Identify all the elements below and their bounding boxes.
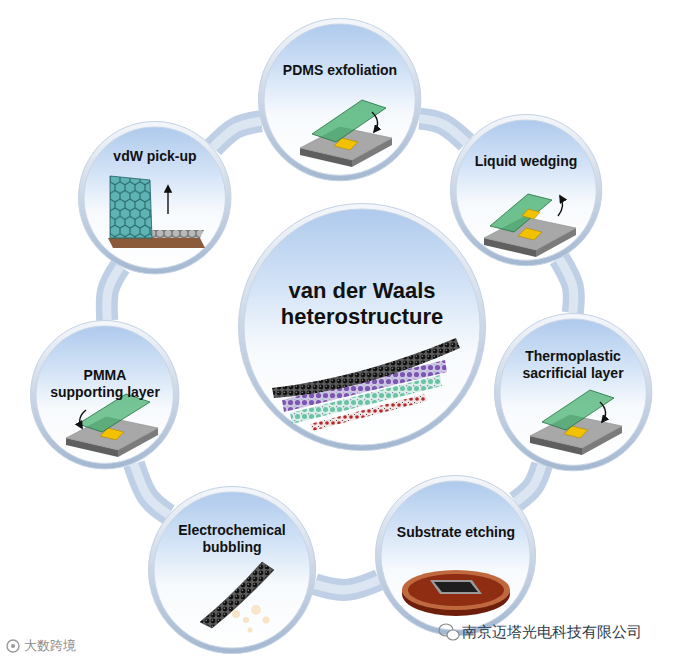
method-circle: PMMA supporting layer: [30, 320, 179, 469]
circle-face: [456, 120, 596, 260]
ring-band-highlight: [134, 464, 169, 515]
method-label: PDMS exfoliation: [275, 62, 405, 79]
circle-face: [36, 326, 173, 463]
ring-band-highlight: [516, 465, 542, 502]
circle-face: [264, 24, 415, 175]
ring-band-outer: [134, 464, 169, 515]
ring-band-outer: [213, 121, 261, 148]
circle-outline: [258, 18, 421, 181]
method-circle: vdW pick-up: [78, 121, 231, 274]
substrate-etching-illustration: [402, 570, 510, 616]
heterostructure-illustration: [272, 338, 460, 431]
circle-outline: [375, 475, 536, 636]
method-circle: Liquid wedging: [450, 114, 602, 266]
circle-rim: [450, 114, 601, 265]
ring-band-outer: [516, 465, 542, 502]
method-label: vdW pick-up: [95, 148, 215, 165]
method-circle: PDMS exfoliation: [258, 18, 421, 181]
circle-outline: [494, 313, 652, 471]
hub-circle: van der Waals heterostructure: [238, 203, 486, 451]
ring-band-highlight: [559, 258, 574, 312]
ring-segment: [419, 119, 466, 143]
circle-rim: [31, 321, 179, 469]
circle-outline: [450, 114, 602, 266]
ring-segment: [107, 266, 121, 320]
circle-face: [244, 209, 480, 445]
method-label: Electrochemical bubbling: [171, 522, 293, 556]
ring-segment: [516, 465, 542, 502]
ring-band-highlight: [107, 266, 121, 320]
method-label: Thermoplastic sacrificial layer: [512, 348, 634, 382]
thermoplastic-illustration: [530, 390, 622, 455]
pickup-illustration: [108, 176, 205, 248]
watermark: 大数跨境: [24, 637, 76, 655]
hub-title: van der Waals heterostructure: [272, 278, 452, 331]
method-label: PMMA supporting layer: [47, 367, 162, 401]
circle-rim: [148, 486, 315, 653]
bubbling-illustration: [200, 562, 274, 633]
method-circle: Thermoplastic sacrificial layer: [494, 313, 652, 471]
pmma-illustration: [66, 394, 158, 457]
circle-face: [154, 492, 310, 648]
ring-band-outer: [419, 119, 466, 143]
ring-band-highlight: [213, 121, 261, 148]
watermark: 南京迈塔光电科技有限公司: [462, 623, 642, 642]
ring-segment: [213, 121, 261, 148]
circle-rim: [376, 476, 536, 636]
ring-band-highlight: [419, 119, 466, 143]
ring-band-outer: [315, 580, 379, 590]
circle-rim: [494, 313, 651, 470]
ring-segment: [134, 464, 169, 515]
circle-face: [381, 481, 530, 630]
ring-band-highlight: [315, 580, 379, 590]
circle-outline: [78, 121, 231, 274]
circle-face: [84, 127, 225, 268]
method-circle: Electrochemical bubbling: [148, 486, 316, 654]
circle-outline: [148, 486, 316, 654]
method-label: Substrate etching: [391, 524, 521, 541]
circle-rim: [79, 122, 231, 274]
ring-band-outer: [559, 258, 574, 312]
circle-rim: [239, 204, 486, 451]
liquid-wedging-illustration: [484, 194, 576, 257]
ring-segment: [559, 258, 574, 312]
pdms-illustration: [300, 100, 392, 167]
method-circle: Substrate etching: [375, 475, 536, 636]
method-label: Liquid wedging: [461, 153, 591, 170]
ring-segment: [315, 580, 379, 590]
circle-rim: [259, 19, 421, 181]
ring-band-outer: [107, 266, 121, 320]
circle-face: [500, 319, 646, 465]
